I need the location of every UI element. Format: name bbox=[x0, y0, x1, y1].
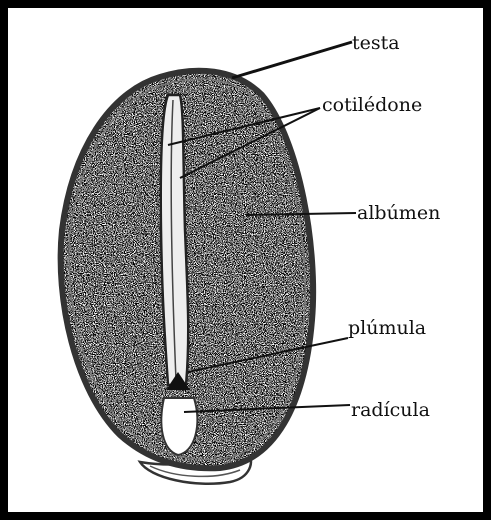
label-plumula: plúmula bbox=[348, 317, 426, 339]
label-cotiledone: cotilédone bbox=[322, 94, 422, 116]
leader-testa bbox=[232, 42, 352, 78]
label-albumen: albúmen bbox=[357, 202, 440, 224]
label-testa: testa bbox=[352, 32, 400, 54]
label-radicula: radícula bbox=[351, 399, 430, 421]
